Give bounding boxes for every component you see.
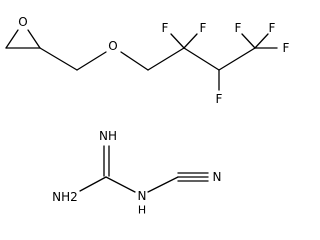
bond-c-f [254,33,269,49]
atom-label-oxygen: O [108,39,117,53]
atom-label-imine-nh: NH [99,129,117,143]
atom-label-nitrogen: N [138,189,147,203]
atom-label-oxygen: O [18,15,27,29]
fluorinated-glycidyl-ether: O O F F F F F F [5,15,290,106]
bond-n-c [147,176,179,193]
bond-c-f [241,33,256,49]
atom-label-fluorine: F [162,21,169,35]
atom-label-fluorine: F [216,92,223,106]
bond-c-f [170,33,185,49]
atom-label-fluorine: F [235,21,242,35]
bond-c-n [105,176,136,193]
bond-chf-cf3 [218,47,256,71]
atom-label-fluorine: F [200,21,207,35]
bond-o-ch2 [120,51,149,71]
bond-ch2-cf2 [147,47,185,71]
cyanoguanidine: NH NH2 N H N [52,129,221,217]
bond-epoxide-c2-o [27,29,41,49]
bond-cf2-chf [183,47,220,71]
atom-label-hydrogen: H [138,204,146,217]
bond-epoxide-c1-o [5,29,19,49]
atom-label-fluorine: F [283,41,290,55]
bond-c2-ch2 [39,47,78,71]
chemical-structure-diagram: O O F F F F F F NH NH2 N H N [5,15,290,217]
bond-c-nh2 [79,176,107,192]
bond-c-f [183,33,198,49]
atom-label-fluorine: F [269,21,276,35]
atom-label-nitrogen: N [213,170,222,184]
atom-label-amine-nh2: NH2 [52,190,78,204]
bond-ch2-o [76,51,107,71]
